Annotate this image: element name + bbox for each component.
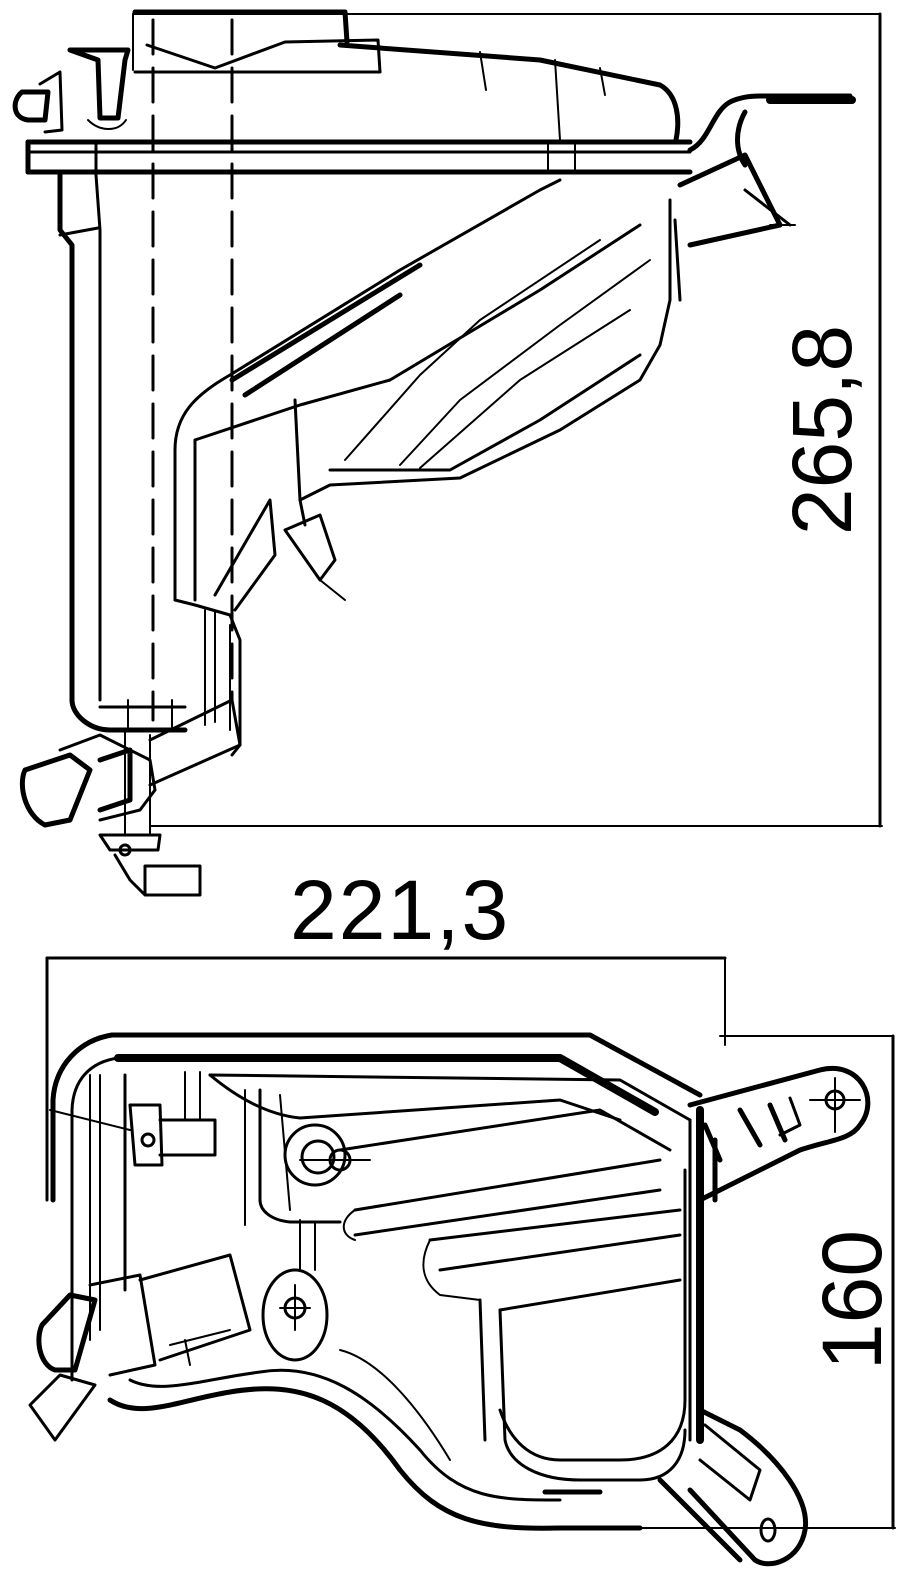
tank-outline (50, 1032, 704, 1531)
plan-view (28, 956, 896, 1567)
depth-dimension-label: 160 (805, 1229, 899, 1371)
internal-chambers (208, 1073, 692, 1482)
height-dimension-lines (132, 12, 883, 828)
width-dimension-label: 221,3 (290, 863, 511, 957)
upper-boss (283, 1123, 371, 1187)
lid-top (25, 42, 693, 175)
height-dimension-label: 265,8 (775, 324, 869, 536)
lower-boss (261, 1268, 329, 1362)
lower-mount-bracket (657, 1407, 809, 1567)
upper-mount-bracket (687, 1065, 871, 1203)
bottom-connector (19, 698, 242, 897)
side-connector (28, 1253, 252, 1442)
filler-cap (12, 9, 382, 134)
depth-dimension-lines (639, 1034, 896, 1530)
width-dimension-lines (45, 956, 727, 1202)
side-view (12, 9, 883, 897)
tank-body (57, 172, 672, 757)
hose-outlet (673, 93, 856, 302)
top-left-clip (49, 1071, 217, 1167)
